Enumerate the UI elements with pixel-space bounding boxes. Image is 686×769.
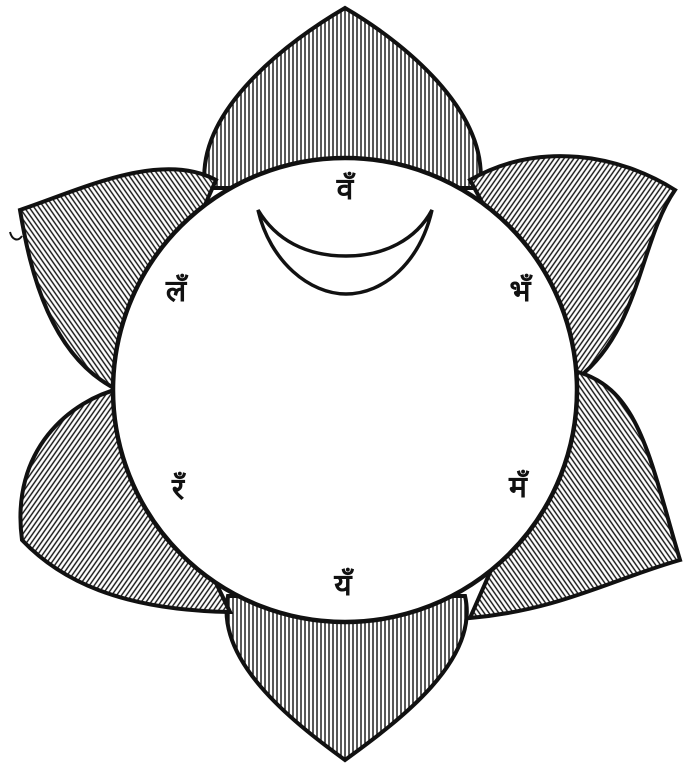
syllable-upper-right: भँ — [509, 277, 530, 307]
syllable-bottom: यँ — [334, 571, 351, 601]
syllable-upper-left: लँ — [166, 277, 186, 307]
center-circle — [113, 158, 577, 622]
syllable-top: वँ — [337, 175, 354, 205]
syllable-lower-left: रँ — [172, 475, 184, 505]
edge-mark — [10, 232, 22, 239]
syllable-lower-right: मँ — [509, 473, 527, 503]
